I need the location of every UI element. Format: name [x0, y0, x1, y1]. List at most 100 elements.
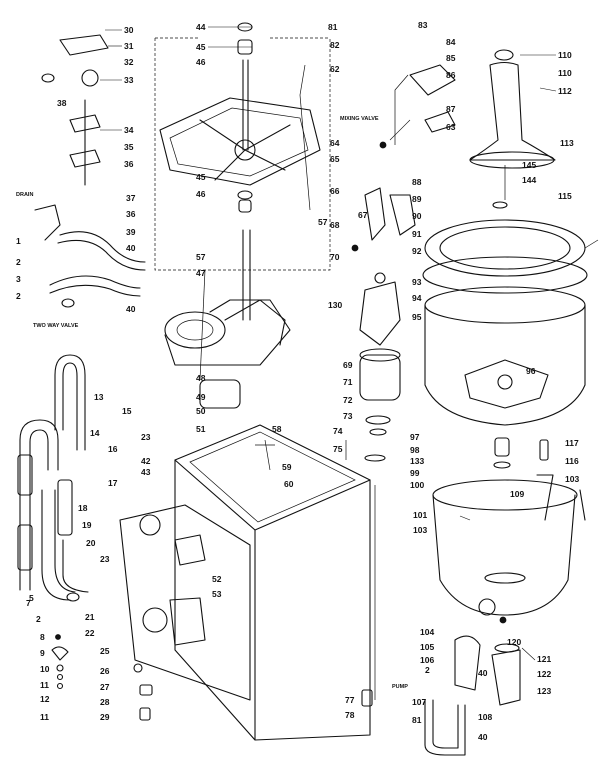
callout-label: 81 [328, 22, 338, 32]
callout-label: 13 [94, 392, 104, 402]
callout-label: 31 [124, 41, 134, 51]
callout-label: 57 [196, 252, 206, 262]
callout-label: 43 [141, 467, 151, 477]
callout-label: 48 [196, 373, 206, 383]
callout-label: 120 [507, 637, 521, 647]
base-plate [159, 97, 321, 186]
callout-label: 10 [40, 664, 50, 674]
callout-label: 86 [446, 70, 456, 80]
callout-label: 14 [90, 428, 100, 438]
two-way-valve [61, 298, 75, 308]
callout-label: 130 [328, 300, 342, 310]
callout-label: 2 [425, 665, 430, 675]
callout-label: 32 [124, 57, 134, 67]
callout-label: 12 [40, 694, 50, 704]
callout-label: 21 [85, 612, 95, 622]
callout-label: 46 [196, 57, 206, 67]
callout-label: 5 [29, 593, 34, 603]
callout-label: 59 [282, 462, 292, 472]
coupling-73 [365, 415, 391, 425]
callout-label: 28 [100, 697, 110, 707]
callout-label: 110 [558, 50, 572, 60]
front-frame [119, 504, 251, 701]
callout-label: 144 [522, 175, 536, 185]
callout-label: 2 [16, 291, 21, 301]
callout-label: 107 [412, 697, 426, 707]
callout-label: 34 [124, 125, 134, 135]
callout-label: 101 [413, 510, 427, 520]
motor-72 [359, 354, 401, 401]
callout-label: 84 [446, 37, 456, 47]
callout-label: 72 [343, 395, 353, 405]
callout-label: 104 [420, 627, 434, 637]
callout-label: 47 [196, 268, 206, 278]
callout-label: 29 [100, 712, 110, 722]
callout-label: 98 [410, 445, 420, 455]
callout-label: 81 [412, 715, 422, 725]
caption-pump: PUMP [392, 684, 408, 690]
callout-label: 71 [343, 377, 353, 387]
callout-label: 94 [412, 293, 422, 303]
callout-label: 112 [558, 86, 572, 96]
tub-ring-92 [424, 219, 586, 277]
callout-label: 115 [558, 191, 572, 201]
pump-assembly-53 [169, 597, 206, 646]
knob-33 [81, 69, 99, 87]
callout-label: 89 [412, 194, 422, 204]
callout-label: 95 [412, 312, 422, 322]
callout-label: 40 [126, 304, 136, 314]
callout-label: 65 [330, 154, 340, 164]
callout-label: 51 [196, 424, 206, 434]
callout-label: 123 [537, 686, 551, 696]
callout-label: 3 [16, 274, 21, 284]
callout-label: 42 [141, 456, 151, 466]
callout-label: 103 [565, 474, 579, 484]
outer-tub-100 [432, 494, 576, 616]
callout-label: 11 [40, 712, 49, 722]
callout-label: 103 [413, 525, 427, 535]
callout-label: 70 [330, 252, 340, 262]
callout-label: 40 [478, 668, 488, 678]
callout-label: 44 [196, 22, 206, 32]
callout-label: 145 [522, 160, 536, 170]
callout-label: 7 [26, 598, 31, 608]
callout-label: 19 [82, 520, 92, 530]
pulley [164, 311, 226, 349]
callout-label: 52 [212, 574, 222, 584]
callout-label: 18 [78, 503, 88, 513]
callout-label: 30 [124, 25, 134, 35]
left-parts [17, 34, 146, 690]
callout-label: 100 [410, 480, 424, 490]
callout-label: 37 [126, 193, 136, 203]
callout-label: 15 [122, 406, 132, 416]
callout-label: 26 [100, 666, 110, 676]
callout-label: 23 [100, 554, 110, 564]
callout-label: 9 [40, 648, 45, 658]
callout-label: 117 [565, 438, 579, 448]
callout-label: 110 [558, 68, 572, 78]
tub-assembly [422, 49, 588, 756]
callout-label: 33 [124, 75, 134, 85]
callout-label: 74 [333, 426, 343, 436]
callout-label: 40 [478, 732, 488, 742]
callout-label: 92 [412, 246, 422, 256]
hose-123 [491, 649, 521, 706]
callout-label: 57 [318, 217, 328, 227]
callout-label: 83 [418, 20, 428, 30]
callout-label: 91 [412, 229, 422, 239]
callout-label: 25 [100, 646, 110, 656]
callout-label: 116 [565, 456, 579, 466]
transmission [164, 229, 291, 409]
callout-label: 39 [126, 227, 136, 237]
motor-pulley [199, 379, 241, 409]
callout-label: 58 [272, 424, 282, 434]
callout-label: 75 [333, 444, 343, 454]
callout-label: 133 [410, 456, 424, 466]
callout-label: 96 [526, 366, 536, 376]
callout-label: 105 [420, 642, 434, 652]
agitator-112 [469, 61, 556, 161]
callout-label: 97 [410, 432, 420, 442]
callout-label: 38 [57, 98, 67, 108]
pump-105 [454, 635, 481, 691]
